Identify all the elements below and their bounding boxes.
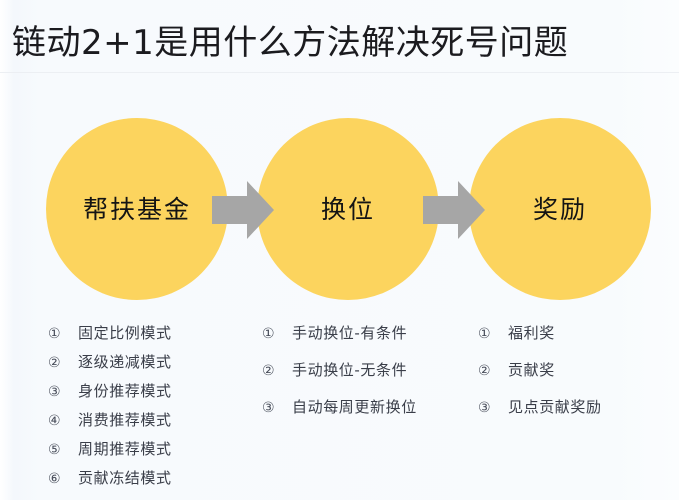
- detail-list-swap: ① 手动换位-有条件 ② 手动换位-无条件 ③ 自动每周更新换位: [262, 326, 477, 437]
- right-arrow-icon: [212, 181, 274, 239]
- list-item-label: 手动换位-有条件: [292, 324, 408, 342]
- list-item-label: 贡献奖: [508, 361, 555, 379]
- list-item[interactable]: ② 逐级递减模式: [48, 355, 248, 384]
- flow-node-label: 帮扶基金: [82, 194, 191, 224]
- list-item-number: ②: [262, 363, 275, 379]
- list-item[interactable]: ⑤ 周期推荐模式: [48, 442, 248, 471]
- list-item-label: 手动换位-无条件: [292, 361, 408, 379]
- list-item[interactable]: ① 手动换位-有条件: [262, 326, 477, 363]
- title-divider: [0, 72, 679, 73]
- flow-node-label: 奖励: [532, 194, 587, 224]
- flow-node-support-fund[interactable]: 帮扶基金: [46, 118, 228, 300]
- list-item[interactable]: ⑥ 贡献冻结模式: [48, 471, 248, 500]
- list-item-label: 周期推荐模式: [78, 440, 172, 458]
- list-item-label: 身份推荐模式: [78, 382, 172, 400]
- list-item-number: ②: [478, 363, 491, 379]
- list-item[interactable]: ② 贡献奖: [478, 363, 673, 400]
- flow-node-reward[interactable]: 奖励: [469, 118, 651, 300]
- list-item-label: 逐级递减模式: [78, 353, 172, 371]
- flow-node-label: 换位: [320, 194, 375, 224]
- list-item[interactable]: ② 手动换位-无条件: [262, 363, 477, 400]
- detail-list-reward: ① 福利奖 ② 贡献奖 ③ 见点贡献奖励: [478, 326, 673, 437]
- list-item-number: ③: [262, 400, 275, 416]
- list-item[interactable]: ① 固定比例模式: [48, 326, 248, 355]
- list-item-number: ④: [48, 413, 61, 429]
- list-item-label: 福利奖: [508, 324, 555, 342]
- list-item[interactable]: ① 福利奖: [478, 326, 673, 363]
- list-item[interactable]: ③ 见点贡献奖励: [478, 400, 673, 437]
- list-item-number: ①: [262, 326, 275, 342]
- list-item-number: ⑥: [48, 471, 61, 487]
- flow-node-swap[interactable]: 换位: [257, 118, 439, 300]
- list-item-number: ①: [478, 326, 491, 342]
- right-arrow-icon: [423, 181, 485, 239]
- list-item[interactable]: ④ 消费推荐模式: [48, 413, 248, 442]
- list-item-number: ①: [48, 326, 61, 342]
- list-item-label: 固定比例模式: [78, 324, 172, 342]
- list-item-label: 贡献冻结模式: [78, 469, 172, 487]
- list-item-number: ③: [478, 400, 491, 416]
- list-item-label: 自动每周更新换位: [292, 398, 417, 416]
- list-item-label: 见点贡献奖励: [508, 398, 602, 416]
- list-item-number: ②: [48, 355, 61, 371]
- list-item-label: 消费推荐模式: [78, 411, 172, 429]
- list-item-number: ⑤: [48, 442, 61, 458]
- list-item[interactable]: ③ 自动每周更新换位: [262, 400, 477, 437]
- page-title: 链动2+1是用什么方法解决死号问题: [12, 23, 569, 63]
- detail-list-support-fund: ① 固定比例模式 ② 逐级递减模式 ③ 身份推荐模式 ④ 消费推荐模式 ⑤ 周期…: [48, 326, 248, 500]
- list-item[interactable]: ③ 身份推荐模式: [48, 384, 248, 413]
- list-item-number: ③: [48, 384, 61, 400]
